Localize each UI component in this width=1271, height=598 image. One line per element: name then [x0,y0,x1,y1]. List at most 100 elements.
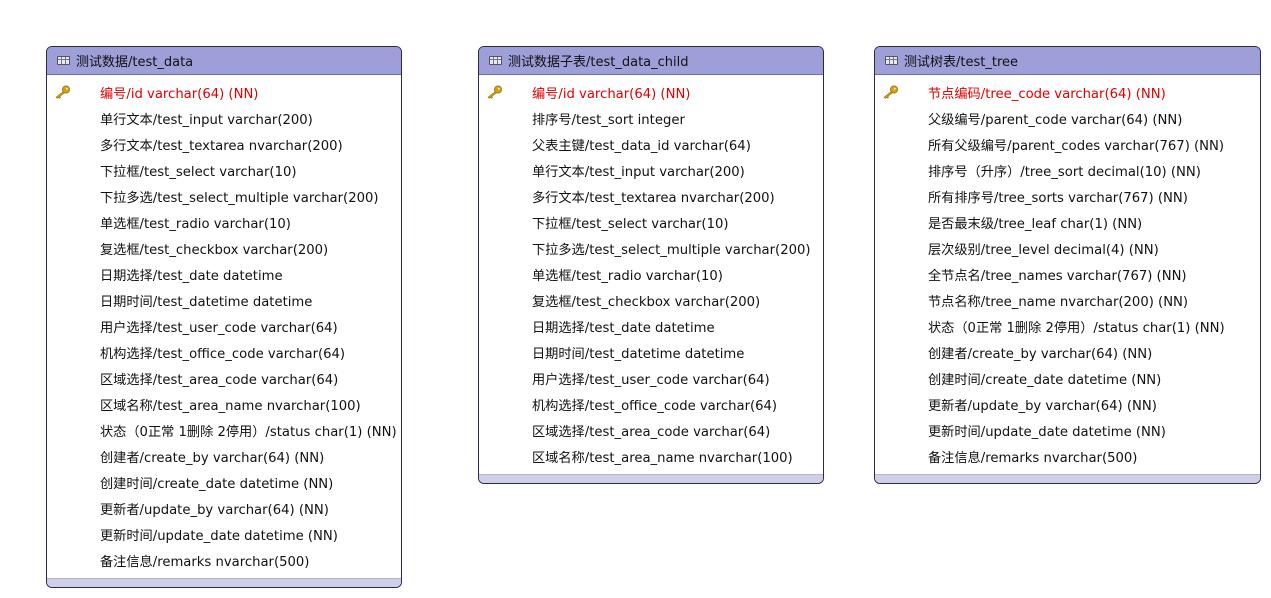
column-label: 更新时间/update_date datetime (NN) [100,528,338,544]
column-label: 节点编码/tree_code varchar(64) (NN) [928,86,1166,102]
column-label: 下拉框/test_select varchar(10) [100,164,297,180]
column-row[interactable]: 层次级别/tree_level decimal(4) (NN) [875,235,1260,261]
column-row[interactable]: 复选框/test_checkbox varchar(200) [479,287,823,313]
column-row[interactable]: 更新时间/update_date datetime (NN) [47,521,401,547]
column-label: 排序号/test_sort integer [532,112,685,128]
column-row[interactable]: 更新者/update_by varchar(64) (NN) [47,495,401,521]
column-row[interactable]: 区域名称/test_area_name nvarchar(100) [479,443,823,469]
column-row[interactable]: 下拉框/test_select varchar(10) [47,157,401,183]
primary-key-column[interactable]: 编号/id varchar(64) (NN) [479,79,823,105]
column-label: 所有父级编号/parent_codes varchar(767) (NN) [928,138,1225,154]
column-label: 父表主键/test_data_id varchar(64) [532,138,751,154]
column-row[interactable]: 父级编号/parent_code varchar(64) (NN) [875,105,1260,131]
column-label: 创建时间/create_date datetime (NN) [928,372,1162,388]
column-row[interactable]: 多行文本/test_textarea nvarchar(200) [47,131,401,157]
key-icon [53,85,71,99]
column-row[interactable]: 用户选择/test_user_code varchar(64) [479,365,823,391]
column-label: 复选框/test_checkbox varchar(200) [100,242,329,258]
key-icon [485,85,503,99]
column-row[interactable]: 日期时间/test_datetime datetime [47,287,401,313]
column-row[interactable]: 排序号（升序）/tree_sort decimal(10) (NN) [875,157,1260,183]
column-row[interactable]: 日期时间/test_datetime datetime [479,339,823,365]
column-row[interactable]: 区域名称/test_area_name nvarchar(100) [47,391,401,417]
column-row[interactable]: 创建时间/create_date datetime (NN) [875,365,1260,391]
column-label: 日期选择/test_date datetime [100,268,283,284]
column-row[interactable]: 单行文本/test_input varchar(200) [479,157,823,183]
primary-key-column[interactable]: 节点编码/tree_code varchar(64) (NN) [875,79,1260,105]
column-row[interactable]: 状态（0正常 1删除 2停用）/status char(1) (NN) [875,313,1260,339]
entity-title: 测试树表/test_tree [904,55,1018,70]
column-row[interactable]: 日期选择/test_date datetime [479,313,823,339]
key-icon [881,85,899,99]
column-label: 更新时间/update_date datetime (NN) [928,424,1166,440]
column-label: 创建者/create_by varchar(64) (NN) [928,346,1153,362]
column-row[interactable]: 单行文本/test_input varchar(200) [47,105,401,131]
column-label: 单选框/test_radio varchar(10) [532,268,723,284]
column-list: 节点编码/tree_code varchar(64) (NN) 父级编号/pare… [875,75,1260,469]
column-row[interactable]: 备注信息/remarks nvarchar(500) [875,443,1260,469]
column-row[interactable]: 所有排序号/tree_sorts varchar(767) (NN) [875,183,1260,209]
column-label: 单行文本/test_input varchar(200) [100,112,313,128]
entity-header[interactable]: 测试树表/test_tree [875,47,1260,75]
column-row[interactable]: 日期选择/test_date datetime [47,261,401,287]
column-row[interactable]: 更新时间/update_date datetime (NN) [875,417,1260,443]
column-row[interactable]: 更新者/update_by varchar(64) (NN) [875,391,1260,417]
column-list: 编号/id varchar(64) (NN) 单行文本/test_input va… [47,75,401,573]
column-row[interactable]: 复选框/test_checkbox varchar(200) [47,235,401,261]
entity-footer [875,474,1260,483]
table-icon [489,56,502,65]
column-label: 用户选择/test_user_code varchar(64) [100,320,338,336]
primary-key-column[interactable]: 编号/id varchar(64) (NN) [47,79,401,105]
column-label: 创建者/create_by varchar(64) (NN) [100,450,325,466]
column-row[interactable]: 是否最末级/tree_leaf char(1) (NN) [875,209,1260,235]
column-label: 多行文本/test_textarea nvarchar(200) [100,138,343,154]
column-label: 区域名称/test_area_name nvarchar(100) [532,450,793,466]
column-label: 用户选择/test_user_code varchar(64) [532,372,770,388]
column-label: 父级编号/parent_code varchar(64) (NN) [928,112,1183,128]
column-label: 区域选择/test_area_code varchar(64) [532,424,771,440]
column-row[interactable]: 用户选择/test_user_code varchar(64) [47,313,401,339]
column-row[interactable]: 创建者/create_by varchar(64) (NN) [875,339,1260,365]
table-icon [885,56,898,65]
column-label: 日期时间/test_datetime datetime [532,346,745,362]
entity-header[interactable]: 测试数据/test_data [47,47,401,75]
column-label: 区域名称/test_area_name nvarchar(100) [100,398,361,414]
column-label: 更新者/update_by varchar(64) (NN) [100,502,329,518]
entity-test-data-child[interactable]: 测试数据子表/test_data_child 编号/id varchar(64)… [478,46,824,484]
column-row[interactable]: 状态（0正常 1删除 2停用）/status char(1) (NN) [47,417,401,443]
column-row[interactable]: 区域选择/test_area_code varchar(64) [479,417,823,443]
column-row[interactable]: 下拉多选/test_select_multiple varchar(200) [47,183,401,209]
column-label: 所有排序号/tree_sorts varchar(767) (NN) [928,190,1188,206]
column-row[interactable]: 节点名称/tree_name nvarchar(200) (NN) [875,287,1260,313]
column-row[interactable]: 单选框/test_radio varchar(10) [479,261,823,287]
column-label: 日期时间/test_datetime datetime [100,294,313,310]
column-row[interactable]: 创建时间/create_date datetime (NN) [47,469,401,495]
entity-header[interactable]: 测试数据子表/test_data_child [479,47,823,75]
column-label: 状态（0正常 1删除 2停用）/status char(1) (NN) [100,424,397,440]
column-row[interactable]: 全节点名/tree_names varchar(767) (NN) [875,261,1260,287]
column-label: 下拉框/test_select varchar(10) [532,216,729,232]
column-label: 创建时间/create_date datetime (NN) [100,476,334,492]
column-label: 复选框/test_checkbox varchar(200) [532,294,761,310]
entity-test-tree[interactable]: 测试树表/test_tree 节点编码/tree_code varchar(64… [874,46,1261,484]
column-label: 区域选择/test_area_code varchar(64) [100,372,339,388]
entity-test-data[interactable]: 测试数据/test_data 编号/id varchar(64) (NN) 单行文… [46,46,402,588]
column-row[interactable]: 下拉框/test_select varchar(10) [479,209,823,235]
column-label: 备注信息/remarks nvarchar(500) [928,450,1138,466]
column-label: 下拉多选/test_select_multiple varchar(200) [532,242,811,258]
column-row[interactable]: 排序号/test_sort integer [479,105,823,131]
column-row[interactable]: 父表主键/test_data_id varchar(64) [479,131,823,157]
column-row[interactable]: 机构选择/test_office_code varchar(64) [47,339,401,365]
column-label: 机构选择/test_office_code varchar(64) [532,398,778,414]
column-label: 排序号（升序）/tree_sort decimal(10) (NN) [928,164,1201,180]
column-row[interactable]: 创建者/create_by varchar(64) (NN) [47,443,401,469]
column-row[interactable]: 区域选择/test_area_code varchar(64) [47,365,401,391]
column-row[interactable]: 下拉多选/test_select_multiple varchar(200) [479,235,823,261]
column-row[interactable]: 备注信息/remarks nvarchar(500) [47,547,401,573]
column-row[interactable]: 单选框/test_radio varchar(10) [47,209,401,235]
column-label: 多行文本/test_textarea nvarchar(200) [532,190,775,206]
column-row[interactable]: 所有父级编号/parent_codes varchar(767) (NN) [875,131,1260,157]
column-row[interactable]: 多行文本/test_textarea nvarchar(200) [479,183,823,209]
column-row[interactable]: 机构选择/test_office_code varchar(64) [479,391,823,417]
entity-title: 测试数据/test_data [76,55,194,70]
